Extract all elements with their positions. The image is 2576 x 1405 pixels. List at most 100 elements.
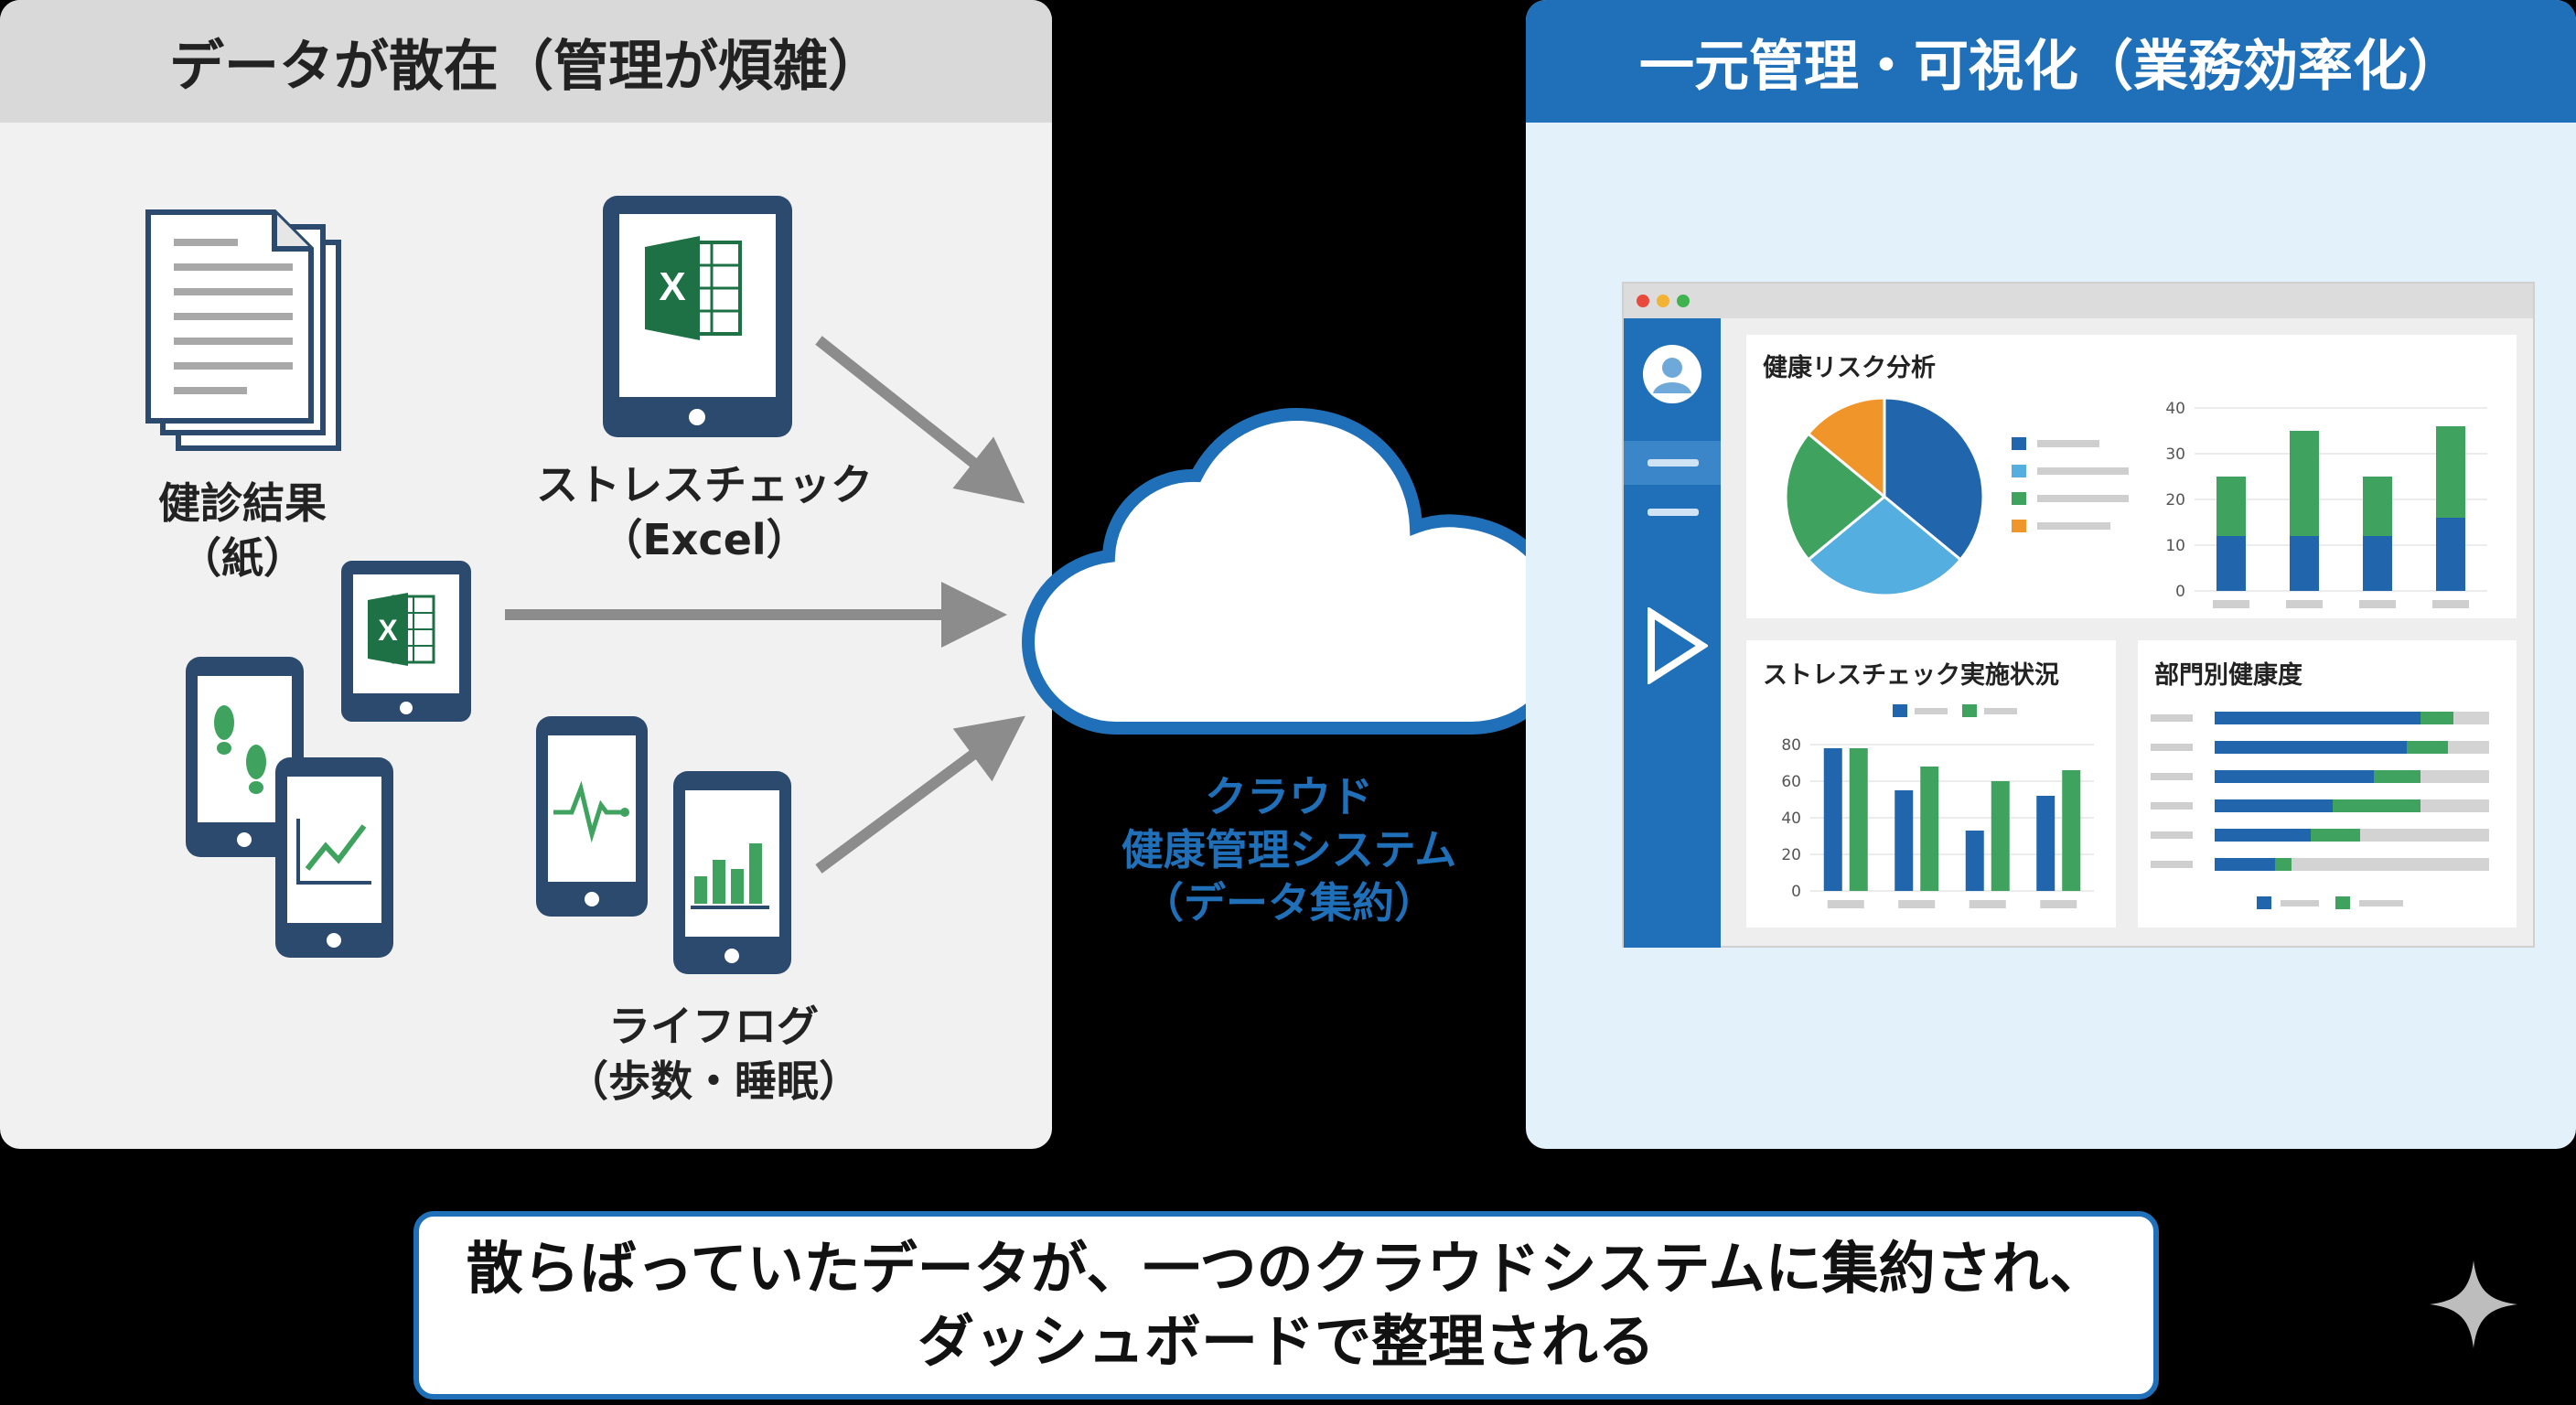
window-close-icon[interactable] bbox=[1637, 295, 1649, 307]
line-graph-phone-icon bbox=[275, 757, 393, 958]
excel-tablet-icon: X bbox=[603, 196, 792, 437]
paper-label-title: 健診結果 bbox=[158, 478, 327, 528]
y-tick-label: 80 bbox=[1781, 736, 1801, 755]
category-placeholder-3 bbox=[1969, 900, 2006, 908]
cloud-label-line-1: クラウド bbox=[1205, 772, 1373, 821]
y-tick-label: 0 bbox=[1791, 883, 1801, 901]
legend-swatch-3 bbox=[2012, 492, 2026, 505]
y-tick-label: 40 bbox=[1781, 810, 1801, 828]
bar-3-series-2 bbox=[1991, 781, 2010, 891]
bar-3-series-1 bbox=[2363, 536, 2392, 591]
category-placeholder-2 bbox=[1898, 900, 1936, 908]
window-titlebar bbox=[1624, 284, 2533, 318]
health-risk-pie-chart bbox=[1784, 396, 1985, 597]
cloud-label-line-3: （データ集約） bbox=[1142, 878, 1436, 928]
y-tick-label: 60 bbox=[1781, 773, 1801, 791]
right-panel-title: 一元管理・可視化（業務効率化） bbox=[1639, 34, 2463, 99]
category-placeholder-3 bbox=[2359, 600, 2396, 608]
row-2-series-2 bbox=[2407, 741, 2448, 754]
bar-4-series-1 bbox=[2036, 796, 2055, 891]
bar-4-series-2 bbox=[2062, 770, 2081, 891]
row-5-series-2 bbox=[2311, 829, 2360, 842]
arrow-from-excel bbox=[815, 336, 1025, 504]
stress-check-card-title: ストレスチェック実施状況 bbox=[1763, 661, 2059, 690]
row-label-placeholder-2 bbox=[2151, 744, 2193, 751]
summary-line-2: ダッシュボードで整理される bbox=[917, 1308, 1655, 1375]
right-panel: 一元管理・可視化（業務効率化） 健康リスク分析 bbox=[1526, 0, 2576, 1149]
lifelog-label-subtitle: （歩数・睡眠） bbox=[566, 1056, 861, 1106]
row-5-series-1 bbox=[2215, 829, 2311, 842]
arrow-from-lifelog bbox=[815, 715, 1025, 874]
row-label-placeholder-1 bbox=[2151, 714, 2193, 722]
category-placeholder-2 bbox=[2286, 600, 2323, 608]
row-6-series-1 bbox=[2215, 858, 2275, 871]
left-panel: データが散在（管理が煩雑） 健診結果 （紙） X bbox=[0, 0, 1052, 1149]
row-3-series-1 bbox=[2215, 770, 2374, 783]
paper-label-subtitle: （紙） bbox=[179, 533, 306, 583]
bar-graph-phone-icon bbox=[673, 771, 791, 974]
bar-1-series-1 bbox=[1823, 748, 1842, 891]
inbound-arrows bbox=[505, 336, 1025, 874]
pie-slice-2 bbox=[1806, 495, 1963, 597]
excel-label-title: ストレスチェック bbox=[536, 460, 873, 509]
row-6-series-2 bbox=[2275, 858, 2292, 871]
pie-legend bbox=[2012, 437, 2129, 532]
pie-slice-3 bbox=[1784, 432, 1887, 562]
pie-slice-4 bbox=[1806, 396, 1886, 500]
svg-text:X: X bbox=[659, 264, 685, 309]
category-placeholder-4 bbox=[2040, 900, 2077, 908]
cloud-system-label: クラウド 健康管理システム （データ集約） bbox=[1052, 770, 1526, 929]
pie-slice-1 bbox=[1883, 396, 1985, 562]
heartbeat-phone-icon bbox=[536, 716, 648, 917]
window-minimize-icon[interactable] bbox=[1657, 295, 1669, 307]
health-risk-card-title: 健康リスク分析 bbox=[1763, 354, 1936, 382]
svg-text:X: X bbox=[378, 614, 398, 647]
bar-1-series-2 bbox=[2216, 477, 2246, 536]
department-health-card: 部門別健康度 bbox=[2138, 640, 2517, 928]
y-tick-label: 20 bbox=[2165, 491, 2185, 509]
lifelog-label-title: ライフログ bbox=[608, 1002, 819, 1051]
legend-swatch-2 bbox=[2012, 465, 2026, 477]
user-avatar-icon[interactable] bbox=[1640, 342, 1704, 406]
category-placeholder-4 bbox=[2432, 600, 2469, 608]
bar-2-series-2 bbox=[2290, 431, 2319, 536]
small-excel-tablet-icon: X bbox=[341, 561, 471, 722]
left-panel-header: データが散在（管理が煩雑） bbox=[0, 0, 1052, 123]
menu-line-icon bbox=[1648, 459, 1699, 467]
cloud-label-line-2: 健康管理システム bbox=[1121, 825, 1457, 874]
sparkle-icon bbox=[2430, 1260, 2517, 1348]
legend-swatch-4 bbox=[2012, 520, 2026, 532]
row-3-series-2 bbox=[2374, 770, 2420, 783]
row-2-series-1 bbox=[2215, 741, 2407, 754]
sidebar-item-active[interactable] bbox=[1624, 441, 1721, 485]
bar-1-series-1 bbox=[2216, 536, 2246, 591]
row-label-placeholder-4 bbox=[2151, 802, 2193, 810]
row-1-series-2 bbox=[2420, 712, 2453, 724]
row-label-placeholder-6 bbox=[2151, 861, 2193, 868]
summary-line-1: 散らばっていたデータが、一つのクラウドシステムに集約され、 bbox=[466, 1235, 2107, 1302]
play-arrow-icon[interactable] bbox=[1644, 607, 1708, 684]
department-health-card-title: 部門別健康度 bbox=[2154, 661, 2302, 690]
bar-2-series-1 bbox=[1894, 790, 1914, 891]
bar-2-series-1 bbox=[2290, 536, 2319, 591]
bar-4-series-2 bbox=[2436, 426, 2465, 518]
y-tick-label: 0 bbox=[2175, 583, 2185, 601]
bar-2-series-2 bbox=[1920, 767, 1939, 891]
y-tick-label: 30 bbox=[2165, 445, 2185, 464]
y-tick-label: 10 bbox=[2165, 537, 2185, 555]
bar-3-series-2 bbox=[2363, 477, 2392, 536]
footsteps-phone-icon bbox=[186, 657, 304, 857]
category-placeholder-1 bbox=[2213, 600, 2249, 608]
department-health-legend bbox=[2257, 896, 2403, 909]
window-maximize-icon[interactable] bbox=[1677, 295, 1690, 307]
legend-swatch-1 bbox=[2012, 437, 2026, 450]
left-panel-title: データが散在（管理が煩雑） bbox=[169, 34, 883, 99]
bar-3-series-1 bbox=[1965, 831, 1984, 891]
sidebar-item-menu[interactable] bbox=[1648, 509, 1699, 516]
category-placeholder-1 bbox=[1827, 900, 1864, 908]
